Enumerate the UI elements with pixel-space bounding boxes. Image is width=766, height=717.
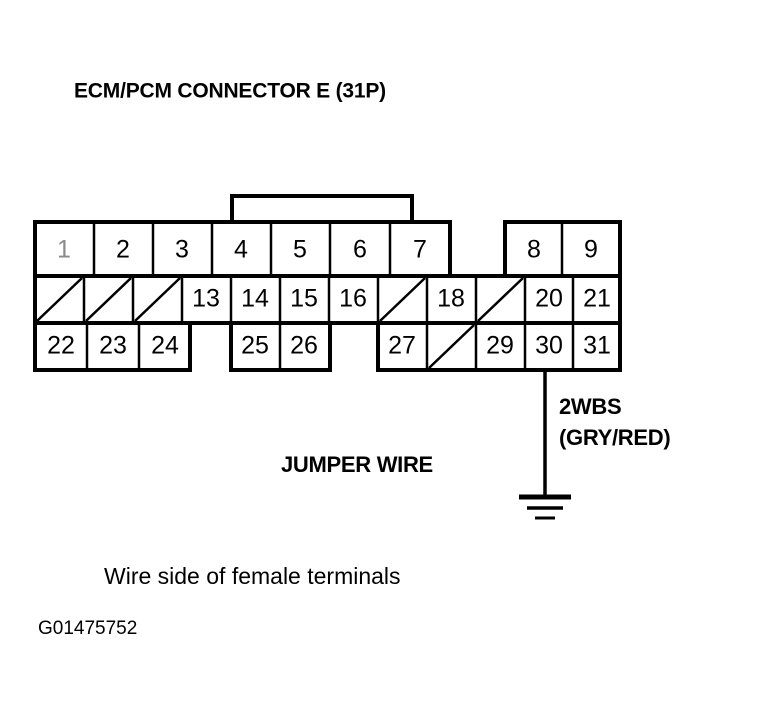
pin-cell-29: 29 [486,332,514,360]
pin-cell-5: 5 [293,236,307,264]
pin-cell-26: 26 [290,332,318,360]
pin-cell-4: 4 [234,236,248,264]
ground-symbol [519,494,571,520]
pin-cell-1: 1 [57,236,71,264]
pin-cell-18: 18 [437,285,465,313]
row-3-blank-slashes [428,324,475,369]
pin-cell-9: 9 [584,236,598,264]
pin-cell-7: 7 [413,236,427,264]
pin-cell-13: 13 [192,285,220,313]
pin-cell-21: 21 [583,285,611,313]
pin-cell-30: 30 [535,332,563,360]
pin-cell-8: 8 [527,236,541,264]
pin-cell-24: 24 [151,332,179,360]
pin-cell-20: 20 [535,285,563,313]
pin-cell-27: 27 [388,332,416,360]
pin-cell-15: 15 [290,285,318,313]
diagram-caption: Wire side of female terminals [104,563,401,589]
row-2-blank-slashes [36,277,524,322]
jumper-wire-label: JUMPER WIRE [281,452,433,477]
pin-cell-22: 22 [47,332,75,360]
connector-row-1: 1 2 3 4 5 6 7 8 9 [33,220,622,278]
pin-cell-25: 25 [241,332,269,360]
pin-cell-23: 23 [99,332,127,360]
connector-row-2: 13 14 15 16 18 20 21 [33,274,622,325]
pin-cell-6: 6 [353,236,367,264]
pin-cell-16: 16 [339,285,367,313]
wire-code-label: 2WBS [559,394,621,419]
pin-cell-14: 14 [241,285,269,313]
pin-cell-2: 2 [116,236,130,264]
wire-color-label: (GRY/RED) [559,425,670,450]
row-3-segment-right [376,321,622,372]
page-title: ECM/PCM CONNECTOR E (31P) [74,80,386,103]
row-2-block [33,274,622,325]
row-3-segment-left [33,321,192,372]
pin-cell-3: 3 [175,236,189,264]
connector-latch-tab [230,194,414,222]
figure-id-label: G01475752 [38,618,137,639]
pin-cell-31: 31 [583,332,611,360]
connector-row-3: 22 23 24 25 26 27 29 30 31 [33,321,622,372]
